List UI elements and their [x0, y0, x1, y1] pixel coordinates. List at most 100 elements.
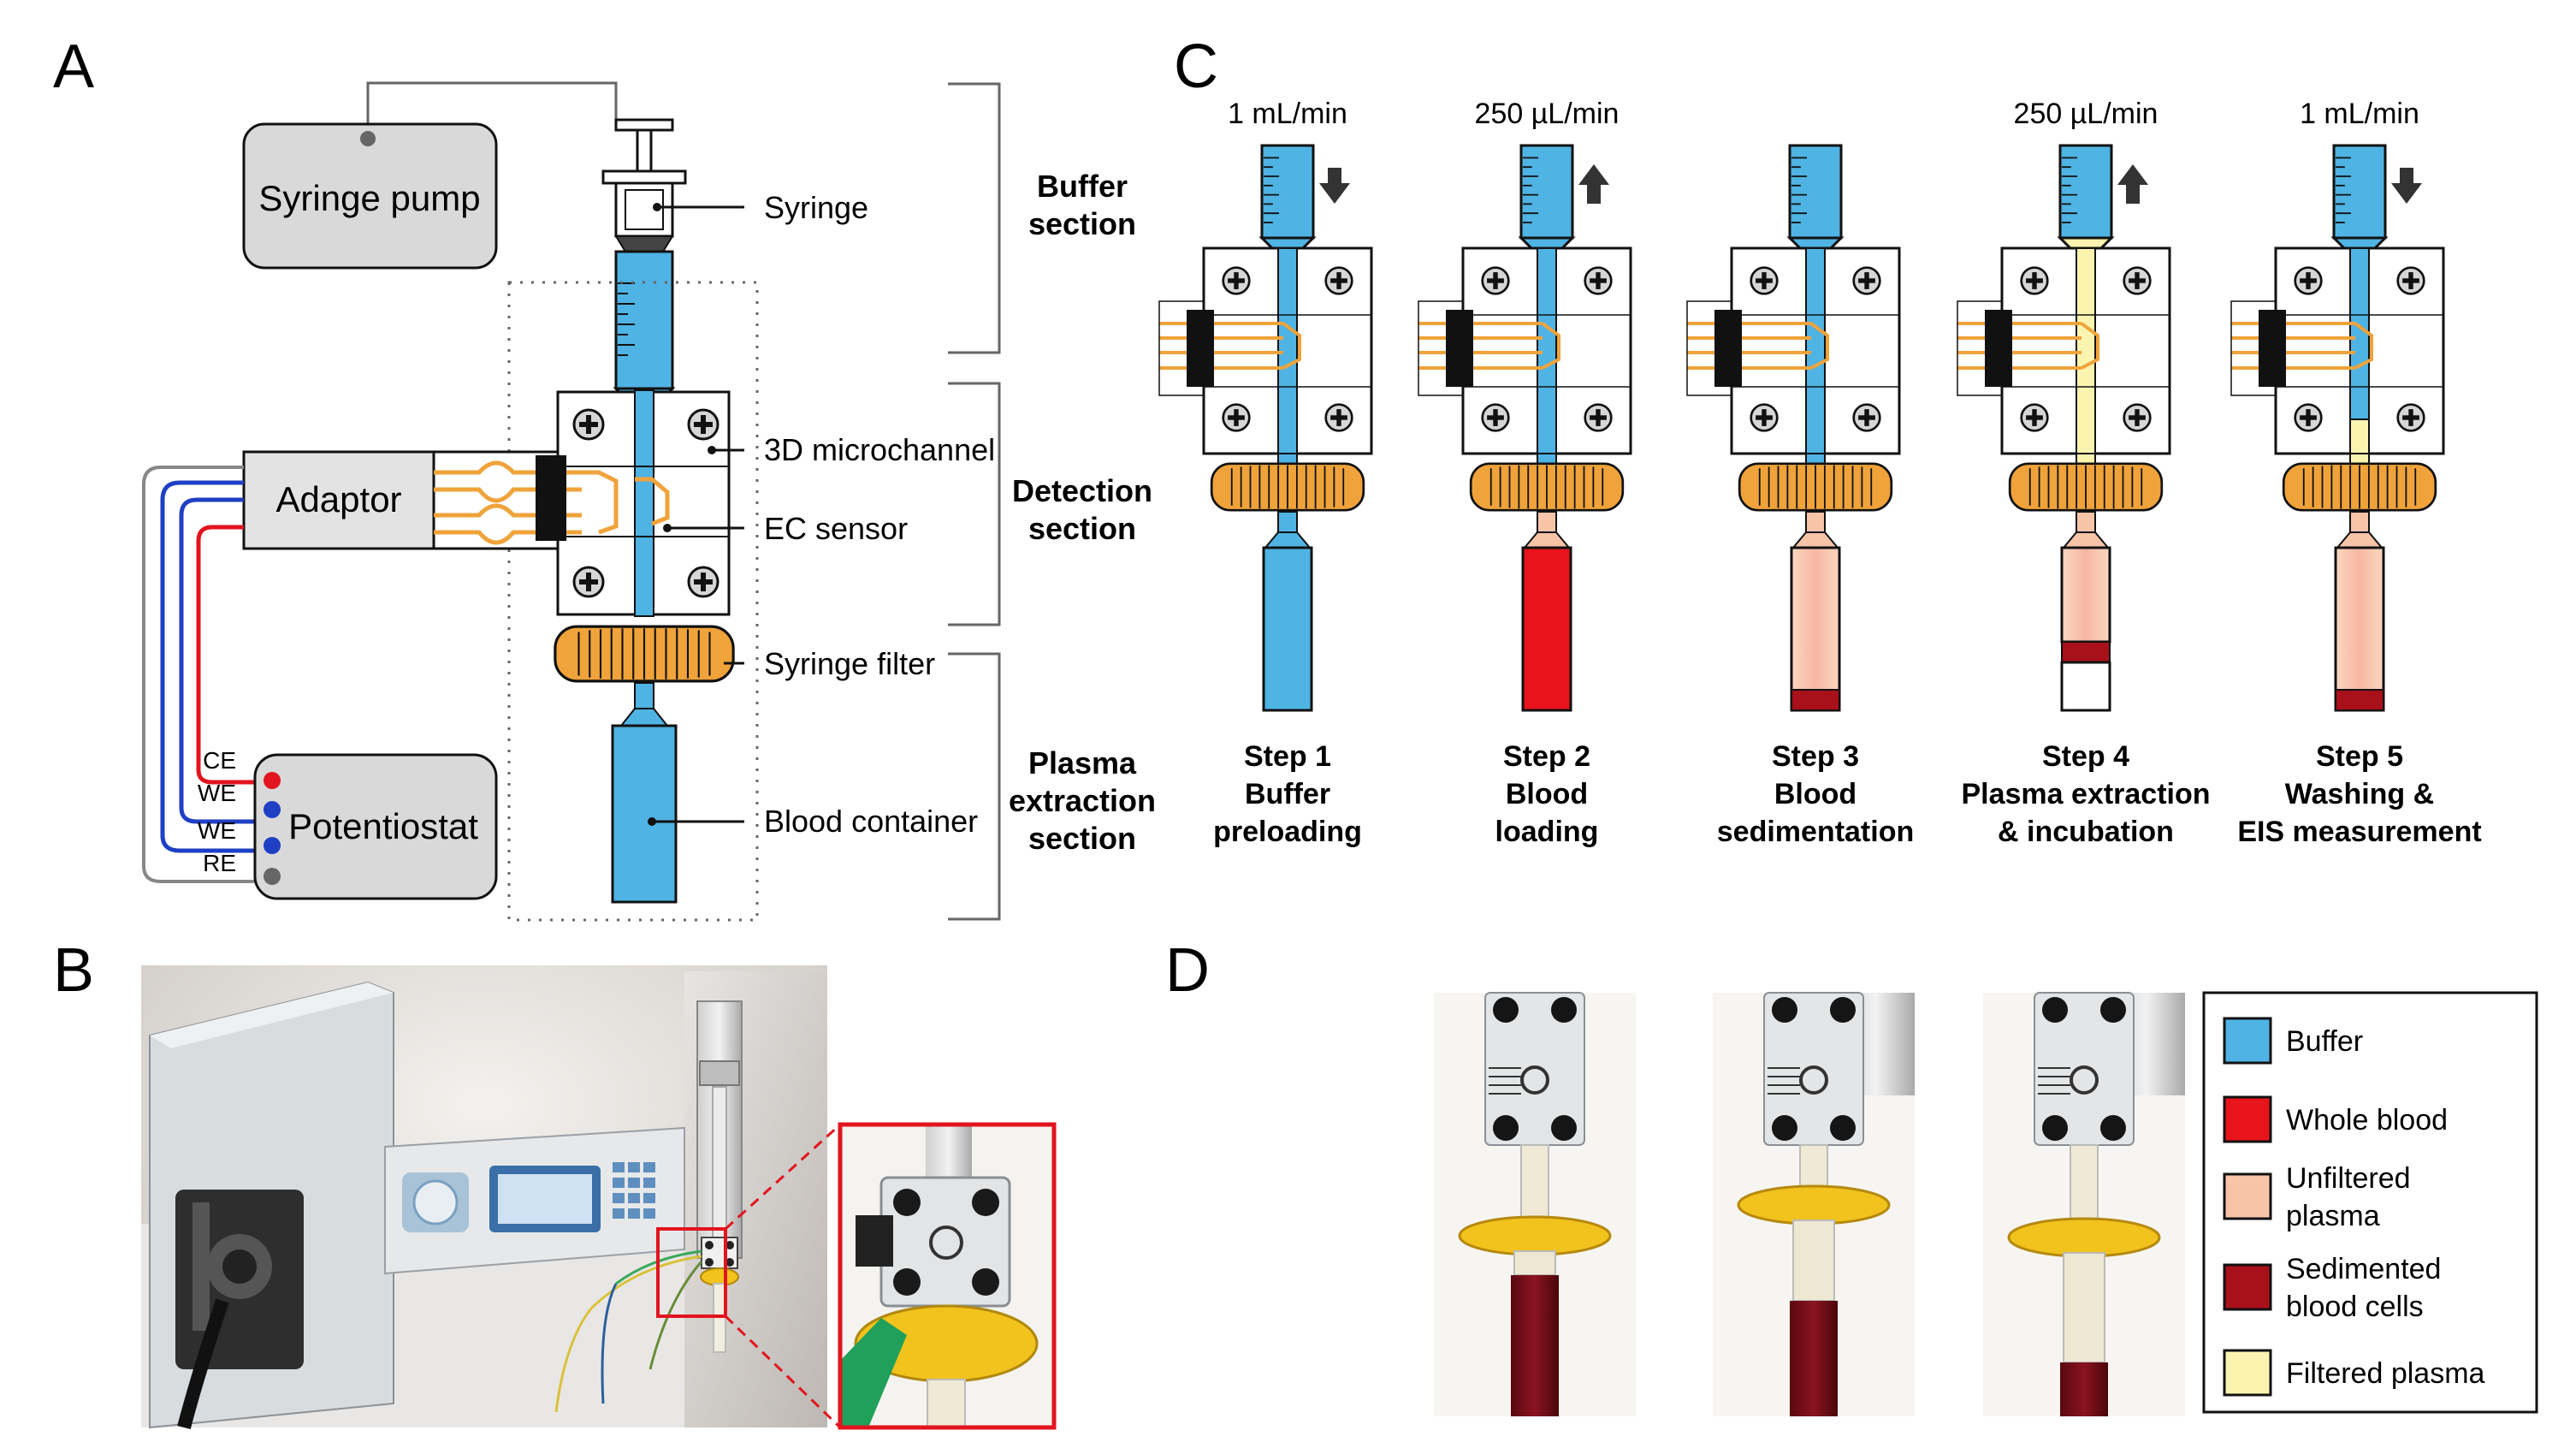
adaptor-label: Adaptor [275, 479, 401, 519]
potentiostat-label: Potentiostat [288, 806, 478, 846]
step-label-line: Blood [1506, 778, 1588, 810]
legend-item: Whole blood [2223, 1095, 2448, 1143]
step-label-line: Step 1 [1244, 740, 1331, 773]
sensor-wires [1687, 322, 1829, 370]
photo-leads [2038, 1067, 2070, 1095]
photo-leads [1768, 1067, 1800, 1095]
section-plasma-2: extraction [1009, 783, 1156, 818]
chip-screw [2294, 266, 2323, 295]
channel-plasma-tail [2349, 418, 2370, 454]
photo-screw [1551, 1115, 1577, 1141]
flow-rate: 250 µL/min [2014, 98, 2159, 130]
syringe-pump: Syringe pump [242, 122, 498, 270]
syringe-pump-label: Syringe pump [258, 178, 480, 218]
photo-neck [2070, 1144, 2099, 1225]
photo-screw [1493, 997, 1519, 1023]
label-syringe: Syringe [764, 190, 868, 225]
arrow-up-icon [1578, 164, 1609, 204]
photo-screw [1493, 1115, 1519, 1141]
section-plasma-1: Plasma [1028, 745, 1137, 780]
sensor-wires [2231, 322, 2373, 370]
sensor-wires [1957, 322, 2099, 370]
chip-screw [2020, 266, 2049, 295]
syringe [601, 118, 687, 432]
label-syringe-filter: Syringe filter [764, 646, 935, 681]
electrode-re: RE [203, 850, 236, 876]
photo-screw [1772, 1115, 1797, 1141]
photo-neck [1799, 1144, 1828, 1192]
panel-c-letter: C [1174, 33, 1218, 101]
legend-swatch [2223, 1017, 2272, 1065]
syringe-filter [1738, 462, 1893, 512]
chip-screw [1222, 403, 1251, 432]
arrow-down-icon [1319, 168, 1350, 204]
chip-screw [2294, 403, 2323, 432]
chip-screw [1481, 266, 1510, 295]
step-label-line: loading [1495, 816, 1599, 848]
photo-screw [1830, 997, 1856, 1023]
chip-screw [1584, 266, 1613, 295]
sensor-wires [1418, 322, 1560, 370]
syringe-filter [2008, 462, 2164, 512]
photo-screw [1551, 997, 1577, 1023]
syringe-filter [1210, 462, 1365, 512]
photo-blood [2060, 1362, 2108, 1416]
step-label-line: EIS measurement [2237, 816, 2481, 848]
section-plasma-3: section [1028, 821, 1136, 856]
panel-b: B [53, 936, 1057, 1430]
photo-blood [1511, 1275, 1559, 1416]
connector-housing [1158, 300, 1205, 396]
legend-swatch [2223, 1095, 2272, 1143]
step-label-line: sedimentation [1717, 816, 1914, 848]
microchannel-chip [556, 389, 731, 617]
legend-label: Unfiltered [2286, 1162, 2411, 1195]
arrow-up-icon [2117, 164, 2148, 204]
section-buffer-2: section [1028, 206, 1136, 241]
legend-swatch [2223, 1349, 2272, 1397]
container-unfiltered-plasma [2060, 546, 2111, 644]
sensor-connector [2259, 310, 2286, 387]
adaptor: Adaptor [242, 450, 730, 550]
container-shoulder [1791, 531, 1840, 549]
sensor-connector [1714, 310, 1742, 387]
label-microchannel: 3D microchannel [764, 432, 995, 467]
syringe-barrel [2058, 144, 2113, 240]
container-neck [1277, 511, 1298, 533]
container-neck [2076, 511, 2096, 533]
photo-container [2063, 1252, 2105, 1363]
connector-housing [1957, 300, 2003, 396]
photo-screw [2100, 1115, 2126, 1141]
panel-a: A Syringe pump [53, 33, 1156, 922]
step-label-line: Step 5 [2316, 740, 2403, 773]
syringe-barrel [1260, 144, 1315, 240]
panel-b-letter: B [53, 936, 94, 1005]
photo-container [1513, 1250, 1556, 1276]
flow-rate: 250 µL/min [1475, 98, 1620, 130]
section-detection-2: section [1028, 511, 1136, 546]
legend-label: blood cells [2286, 1291, 2424, 1323]
chip-screw [1750, 403, 1779, 432]
sedimented-cells [1791, 689, 1840, 711]
photo-filter [1737, 1184, 1891, 1226]
step-label-line: Plasma extraction [1961, 778, 2210, 810]
sample-photo-1 [1434, 992, 1636, 1416]
chip-screw [1324, 266, 1353, 295]
container-neck [1805, 511, 1826, 533]
container-buffer [1262, 546, 1313, 712]
sensor-wires [1159, 322, 1301, 370]
step-label-line: Step 3 [1772, 740, 1859, 773]
chip-screw [1852, 266, 1881, 295]
label-blood-container: Blood container [764, 804, 978, 839]
photo-sensor [2070, 1065, 2099, 1095]
electrode-ce: CE [203, 747, 236, 774]
chip-screw [1750, 266, 1779, 295]
label-ec-sensor: EC sensor [764, 511, 908, 546]
sensor-connector [1187, 310, 1214, 387]
ec-sensor-wires [434, 460, 670, 545]
container-unfiltered-plasma [1790, 546, 1841, 712]
chip-screw [2396, 266, 2425, 295]
